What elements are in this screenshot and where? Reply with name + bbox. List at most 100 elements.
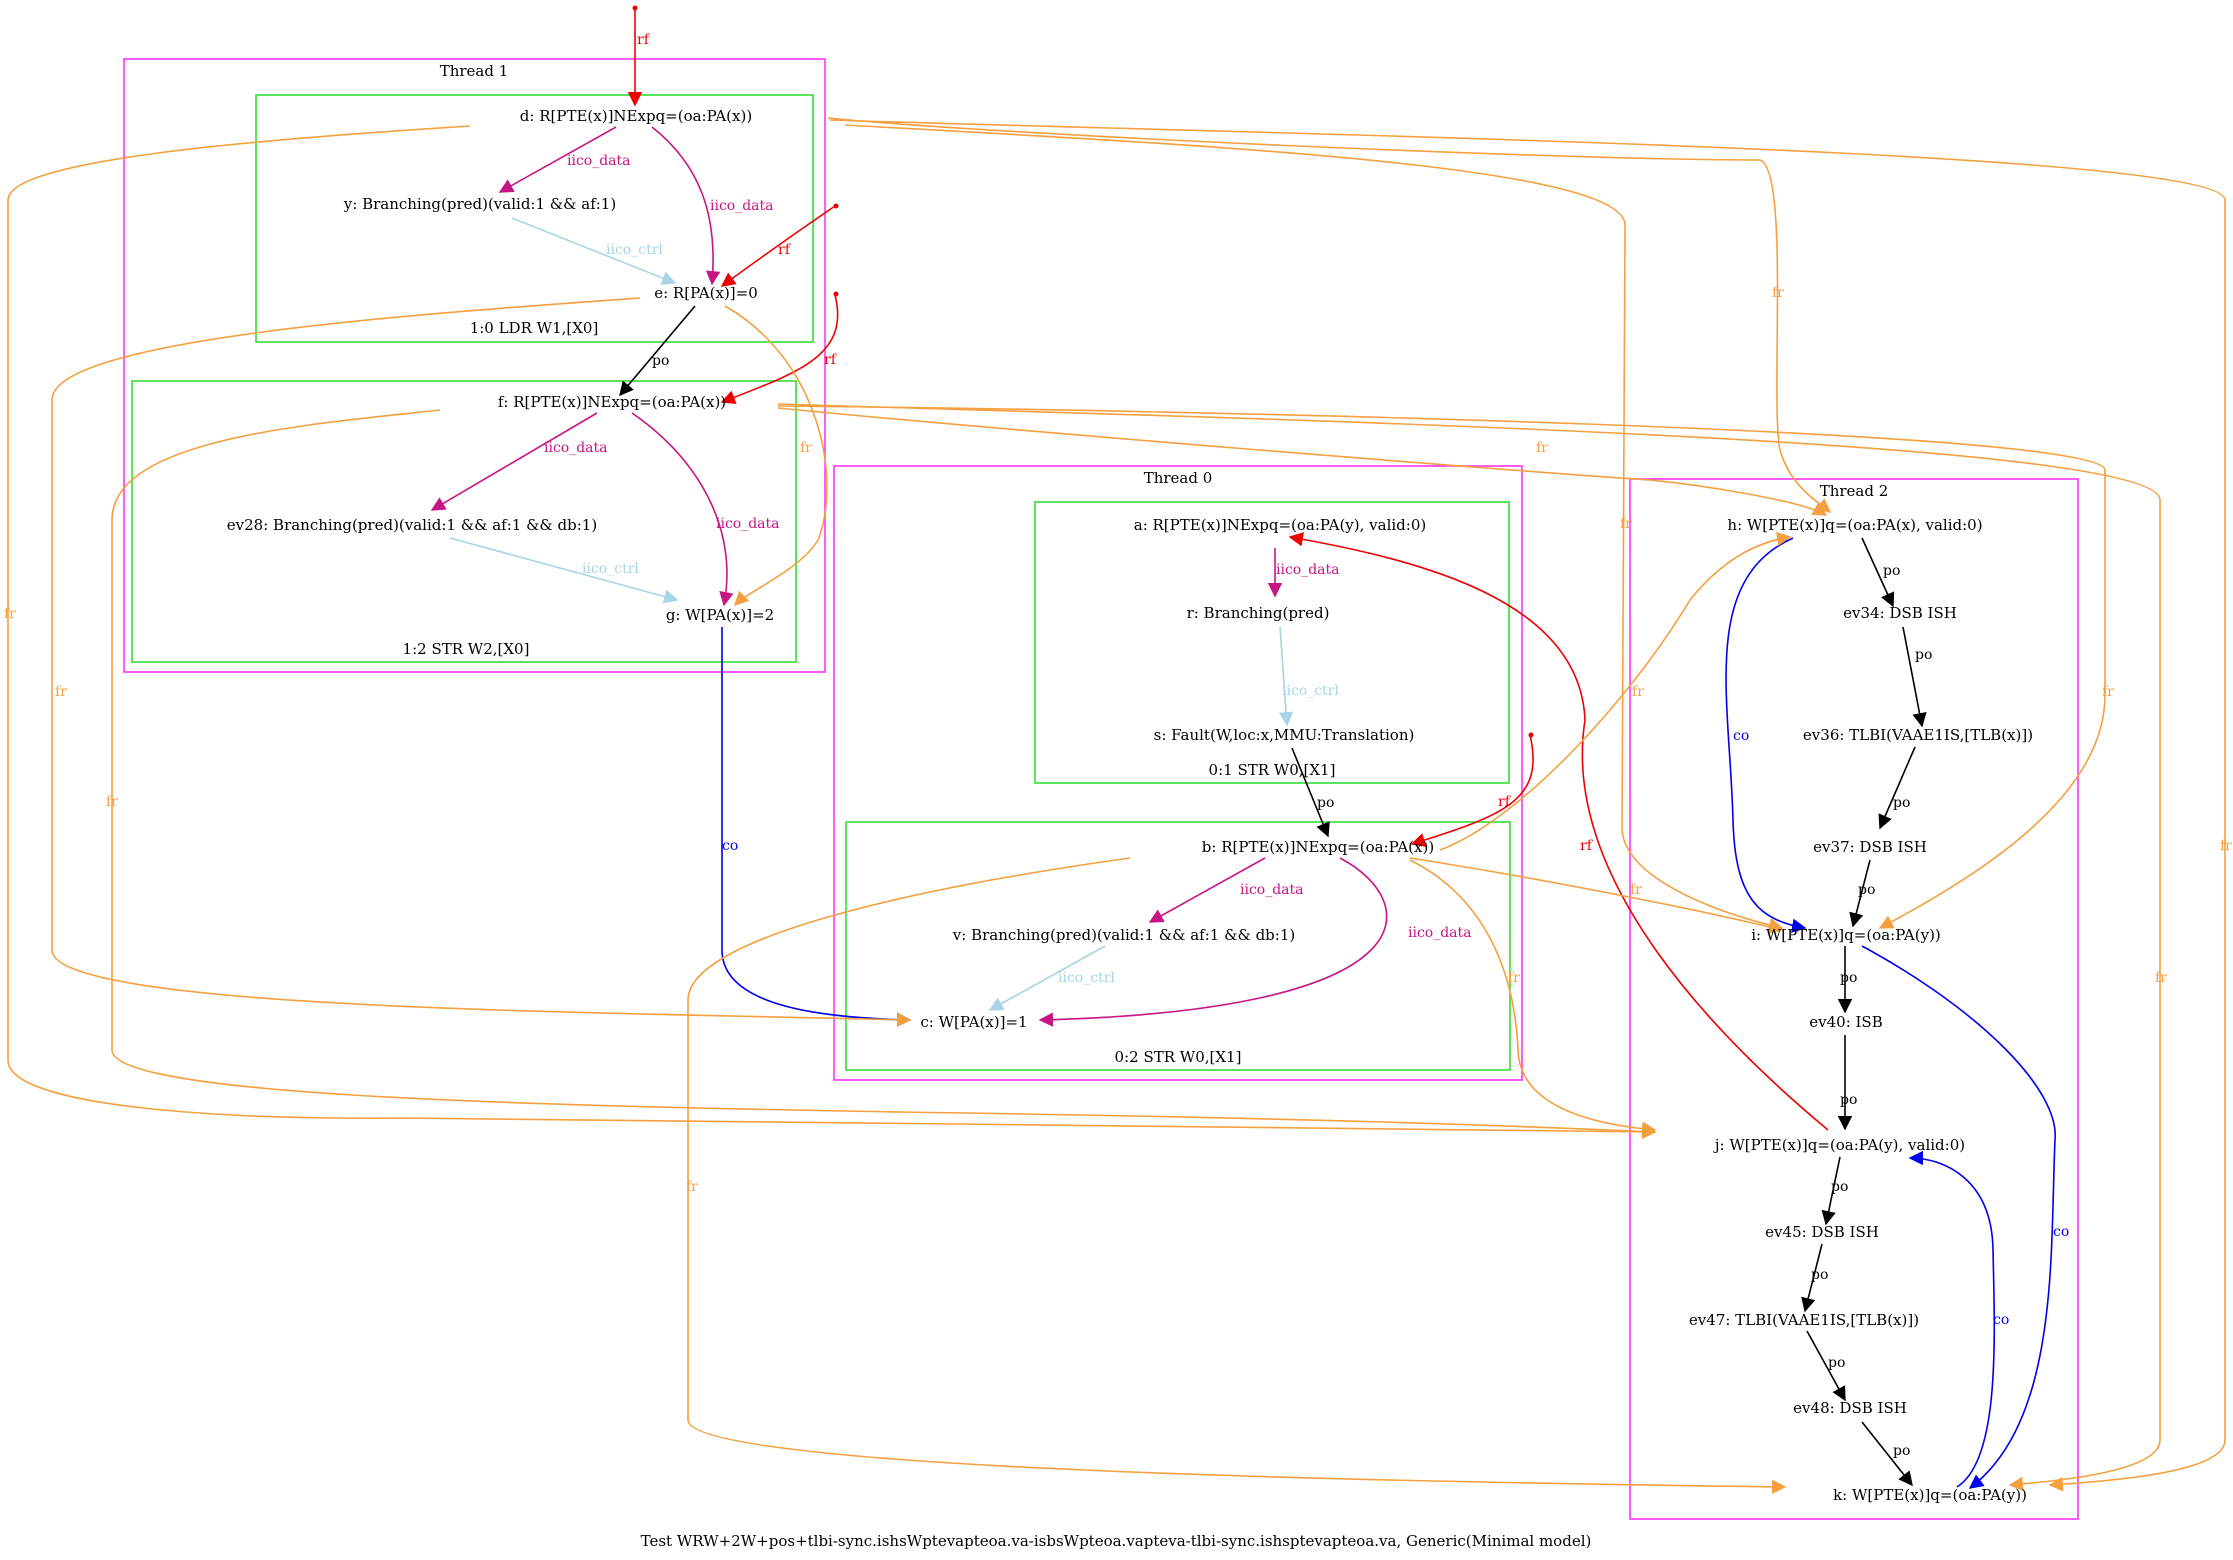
edge-data-d-e [651, 126, 721, 286]
label-co-k-j: co [1993, 1312, 2009, 1328]
label-po-ev48-k: po [1893, 1443, 1910, 1459]
edge-rf-j-a [1288, 532, 1829, 1131]
label-rf-j-a: rf [1580, 838, 1594, 854]
edge-data-b-c [1038, 857, 1388, 1027]
instr-label-1-2: 1:2 STR W2,[X0] [403, 640, 530, 658]
edge-fr-d-k [829, 119, 2226, 1492]
edge-data-f-ev28 [430, 412, 598, 511]
label-ctrl-v-c: iico_ctrl [1058, 970, 1115, 986]
node-s: s: Fault(W,loc:x,MMU:Translation) [1154, 726, 1415, 744]
iico-ctrl-edges [449, 217, 1294, 1011]
edge-ctrl-r-s [1278, 626, 1294, 727]
edge-po-ev48-k [1861, 1421, 1913, 1487]
label-fr-b-h: fr [1632, 684, 1644, 700]
label-po-i-ev40: po [1840, 970, 1857, 986]
node-h: h: W[PTE(x)]q=(oa:PA(x), valid:0) [1727, 516, 1982, 534]
thread-2-box [1629, 478, 2079, 1520]
edge-fr-d-i [844, 124, 1784, 933]
edge-data-d-y [498, 126, 617, 193]
node-c: c: W[PA(x)]=1 [920, 1013, 1027, 1031]
node-e: e: R[PA(x)]=0 [654, 284, 758, 302]
edge-fr-f-h [777, 407, 1828, 516]
label-fr-b-j: fr [1508, 970, 1520, 986]
label-data-d-e: iico_data [710, 198, 774, 214]
edge-po-ev37-i [1849, 859, 1871, 928]
cluster-labels: Thread 1 Thread 0 Thread 2 1:0 LDR W1,[X… [403, 62, 1889, 1066]
graph-caption: Test WRW+2W+pos+tlbi-sync.ishsWptevapteo… [641, 1532, 1592, 1550]
edge-ctrl-ev28-g [449, 537, 679, 604]
label-po-ev37-i: po [1858, 882, 1875, 898]
po-edges [619, 305, 1927, 1487]
node-ev45: ev45: DSB ISH [1765, 1223, 1879, 1241]
label-fr-d-i: fr [1620, 516, 1632, 532]
edge-fr-b-h [1439, 531, 1792, 851]
node-f: f: R[PTE(x)]NExpq=(oa:PA(x)) [498, 393, 726, 411]
label-rf-init-d: rf [637, 32, 651, 48]
thread-0-box [833, 465, 1523, 1081]
instruction-boxes [131, 94, 1511, 1071]
edge-fr-d-h [827, 117, 1832, 513]
label-data-d-y: iico_data [567, 153, 631, 169]
label-po-s-b: po [1317, 795, 1334, 811]
edge-co-h-i [1725, 537, 1807, 933]
edge-po-h-ev34 [1861, 537, 1895, 608]
label-fr-b-k: fr [686, 1179, 698, 1195]
edge-co-k-j [1908, 1150, 1996, 1488]
fr-edges [7, 117, 2226, 1495]
node-v: v: Branching(pred)(valid:1 && af:1 && db… [952, 926, 1295, 944]
instr-box-1-0 [255, 94, 814, 343]
edge-po-ev45-ev47 [1801, 1243, 1823, 1313]
label-po-ev40-j: po [1840, 1092, 1857, 1108]
instr-label-0-1: 0:1 STR W0,[X1] [1209, 761, 1336, 779]
label-ctrl-r-s: iico_ctrl [1282, 683, 1339, 699]
init-dot-b [1528, 732, 1534, 738]
label-co-g-c: co [722, 838, 738, 854]
label-rf-init-f: rf [824, 352, 838, 368]
instr-label-0-2: 0:2 STR W0,[X1] [1115, 1048, 1242, 1066]
label-fr-f-i: fr [2102, 684, 2114, 700]
edge-po-j-ev45 [1821, 1156, 1841, 1226]
node-ev37: ev37: DSB ISH [1813, 838, 1927, 856]
edge-fr-f-i [777, 405, 2106, 929]
init-events [632, 5, 1534, 738]
edge-fr-e-g [724, 305, 828, 607]
edge-rf-init-b [1410, 734, 1534, 848]
edge-data-b-v [1148, 857, 1266, 923]
label-data-f-ev28: iico_data [544, 440, 608, 456]
label-co-i-k: co [2053, 1224, 2069, 1240]
node-ev36: ev36: TLBI(VAAE1IS,[TLB(x)]) [1803, 726, 2033, 744]
node-g: g: W[PA(x)]=2 [666, 606, 774, 624]
edge-rf-init-e [720, 205, 836, 287]
edge-po-s-b [1291, 747, 1330, 838]
edges [7, 9, 2226, 1495]
label-ctrl-ev28-g: iico_ctrl [582, 561, 639, 577]
node-r: r: Branching(pred) [1187, 604, 1330, 622]
edge-po-ev36-ev37 [1878, 746, 1916, 830]
iico-data-edges [430, 126, 1388, 1027]
label-po-ev45-ev47: po [1811, 1267, 1828, 1283]
instr-box-0-1 [1034, 501, 1510, 784]
node-y: y: Branching(pred)(valid:1 && af:1) [343, 195, 616, 213]
edge-fr-b-j [1409, 859, 1657, 1136]
edge-fr-f-j [111, 409, 1657, 1139]
thread-boxes [123, 58, 2079, 1520]
label-fr-b-i: fr [1630, 882, 1642, 898]
edge-fr-d-j [7, 125, 1657, 1140]
thread-0-label: Thread 0 [1144, 469, 1213, 487]
edge-ctrl-y-e [511, 217, 677, 285]
instr-box-0-2 [845, 821, 1511, 1071]
node-ev40: ev40: ISB [1809, 1013, 1882, 1031]
thread-1-label: Thread 1 [440, 62, 509, 80]
label-data-f-g: iico_data [716, 516, 780, 532]
label-po-ev34-ev36: po [1915, 647, 1932, 663]
node-i: i: W[PTE(x)]q=(oa:PA(y)) [1751, 926, 1941, 944]
label-fr-e-c: fr [55, 684, 67, 700]
edge-po-ev47-ev48 [1806, 1330, 1846, 1402]
node-d: d: R[PTE(x)]NExpq=(oa:PA(x)) [520, 107, 752, 125]
label-po-ev47-ev48: po [1828, 1355, 1845, 1371]
init-dot-e [833, 203, 839, 209]
edge-po-e-f [619, 305, 696, 397]
thread-1-box [123, 58, 826, 673]
label-co-h-i: co [1733, 728, 1749, 744]
